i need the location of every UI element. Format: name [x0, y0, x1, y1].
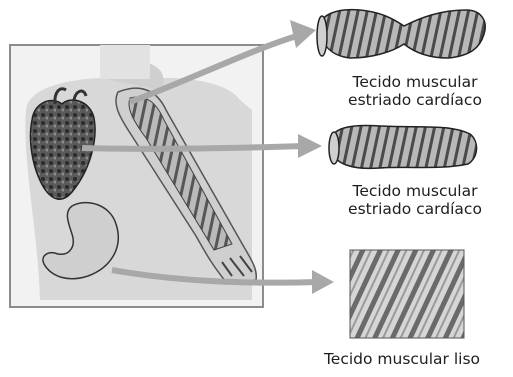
cardiac-tissue-label-1: Tecido muscular estriado cardíaco: [326, 73, 504, 109]
muscle-fiber-icon: [329, 126, 477, 169]
label-line: Tecido muscular liso: [296, 350, 508, 368]
smooth-muscle-icon: [350, 250, 464, 338]
label-line: estriado cardíaco: [326, 91, 504, 109]
label-line: estriado cardíaco: [326, 200, 504, 218]
label-line: Tecido muscular: [326, 73, 504, 91]
label-line: Tecido muscular: [326, 182, 504, 200]
muscle-fiber-icon: [317, 10, 485, 58]
smooth-tissue-label: Tecido muscular liso: [296, 350, 508, 368]
cardiac-tissue-label-2: Tecido muscular estriado cardíaco: [326, 182, 504, 218]
